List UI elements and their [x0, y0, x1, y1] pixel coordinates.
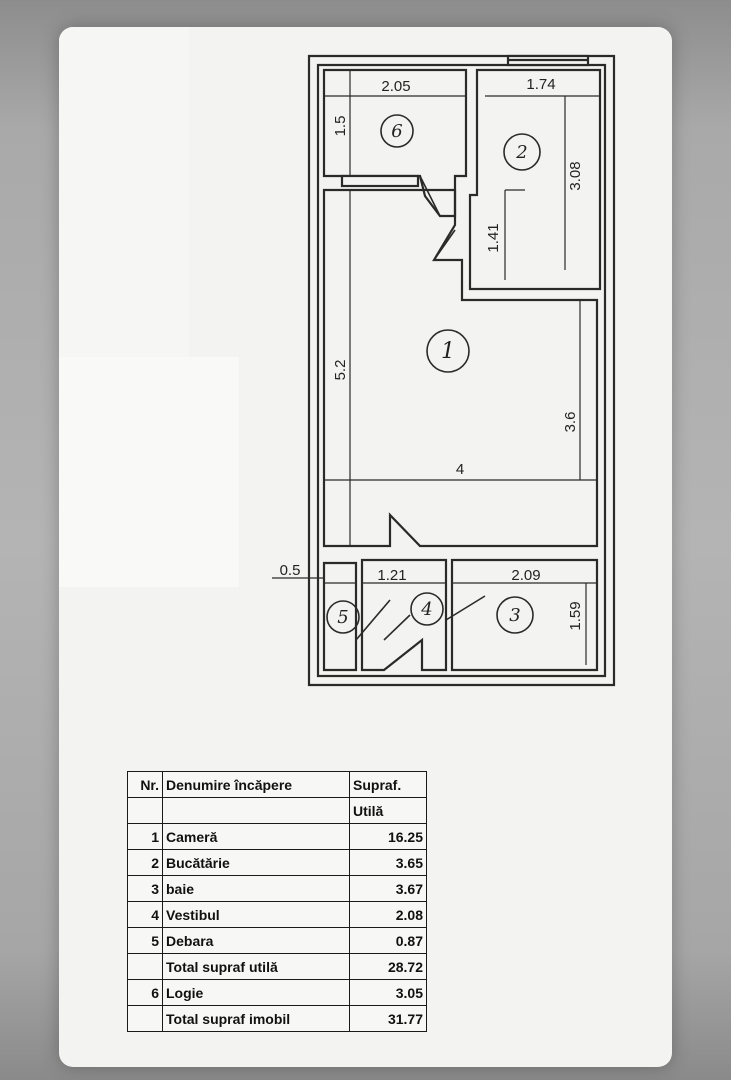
room-number-1: 1: [441, 339, 455, 364]
room-number-2: 2: [515, 142, 527, 163]
legend-row-nr: [127, 953, 163, 980]
legend-row-nr: 3: [127, 875, 163, 902]
legend-subheader-row: Utilă: [127, 797, 427, 824]
paper-glare: [59, 27, 189, 357]
legend-empty-cell: [127, 797, 163, 824]
door-swing: [355, 599, 391, 641]
legend-row-area: 3.05: [349, 979, 427, 1006]
dim-room1-height: 5.2: [332, 360, 349, 381]
legend-row-nr: 1: [127, 823, 163, 850]
dim-room4-width: 1.21: [377, 567, 406, 584]
legend-row-area: 2.08: [349, 901, 427, 928]
legend-row-name: Total supraf utilă: [162, 953, 350, 980]
dimension-labels: 2.05 1.74 1.5 3.08 1.41 5.2 3.6 4 0.5 1.…: [280, 76, 584, 631]
room-2-walls: [468, 68, 602, 291]
legend-header-nr: Nr.: [127, 771, 163, 798]
dim-room5-width: 0.5: [280, 562, 301, 579]
legend-row-name: baie: [162, 875, 350, 902]
door-swing: [389, 514, 421, 547]
dim-room2-height: 3.08: [567, 161, 584, 190]
room-1-walls: [322, 188, 599, 548]
table-row: 3 baie 3.67: [127, 875, 427, 902]
door-swing: [383, 614, 411, 641]
door-swing: [433, 229, 456, 261]
legend-row-area: 3.67: [349, 875, 427, 902]
paper-glare: [59, 357, 239, 587]
room-1-marker: [426, 329, 470, 373]
room-number-5: 5: [337, 607, 348, 628]
dim-room6-width: 2.05: [381, 78, 410, 95]
legend-row-area: 31.77: [349, 1005, 427, 1032]
room-2-marker: [503, 133, 541, 171]
room-3-marker: [496, 596, 534, 634]
room-numbers: 6 2 1 5 4 3: [337, 121, 527, 628]
room-4-marker: [410, 592, 444, 626]
legend-row-area: 28.72: [349, 953, 427, 980]
legend-row-name: Debara: [162, 927, 350, 954]
room-6-marker: [380, 114, 414, 148]
legend-row-area: 16.25: [349, 823, 427, 850]
outer-wall: [307, 54, 616, 687]
window-room-6: [340, 174, 420, 188]
legend-empty-cell: [162, 797, 350, 824]
legend-row-name: Vestibul: [162, 901, 350, 928]
table-row: 5 Debara 0.87: [127, 927, 427, 954]
dim-room6-height: 1.5: [332, 116, 349, 137]
legend-row-nr: 2: [127, 849, 163, 876]
area-legend-table: Nr. Denumire încăpere Supraf. Utilă 1 Ca…: [127, 771, 427, 1032]
dim-room3-height: 1.59: [567, 601, 584, 630]
table-row: 1 Cameră 16.25: [127, 823, 427, 850]
legend-header-name: Denumire încăpere: [162, 771, 350, 798]
table-row-total: Total supraf imobil 31.77: [127, 1005, 427, 1032]
room-number-6: 6: [391, 121, 402, 142]
table-row: 6 Logie 3.05: [127, 979, 427, 1006]
room-3-walls: [450, 558, 599, 672]
legend-row-nr: 5: [127, 927, 163, 954]
legend-row-nr: [127, 1005, 163, 1032]
room-number-4: 4: [420, 599, 432, 620]
dim-room1-lower-height: 3.6: [562, 412, 579, 433]
table-row: 2 Bucătărie 3.65: [127, 849, 427, 876]
table-row: 4 Vestibul 2.08: [127, 901, 427, 928]
dim-passage-height: 1.41: [485, 223, 502, 252]
table-row-total: Total supraf utilă 28.72: [127, 953, 427, 980]
legend-row-area: 3.65: [349, 849, 427, 876]
room-5-walls: [322, 561, 358, 672]
legend-row-nr: 4: [127, 901, 163, 928]
legend-row-name: Logie: [162, 979, 350, 1006]
room-number-3: 3: [509, 605, 520, 626]
door-swing: [419, 175, 441, 217]
legend-row-name: Total supraf imobil: [162, 1005, 350, 1032]
legend-row-name: Bucătărie: [162, 849, 350, 876]
legend-row-area: 0.87: [349, 927, 427, 954]
legend-header-row: Nr. Denumire încăpere Supraf.: [127, 771, 427, 798]
room-4-walls: [360, 558, 448, 672]
dim-room2-width: 1.74: [526, 76, 555, 93]
room-5-marker: [326, 600, 360, 634]
door-swing: [445, 595, 486, 621]
legend-header-area: Supraf.: [349, 771, 427, 798]
dim-room1-width: 4: [456, 461, 464, 478]
legend-row-name: Cameră: [162, 823, 350, 850]
dim-room3-width: 2.09: [511, 567, 540, 584]
legend-subheader-area: Utilă: [349, 797, 427, 824]
legend-row-nr: 6: [127, 979, 163, 1006]
